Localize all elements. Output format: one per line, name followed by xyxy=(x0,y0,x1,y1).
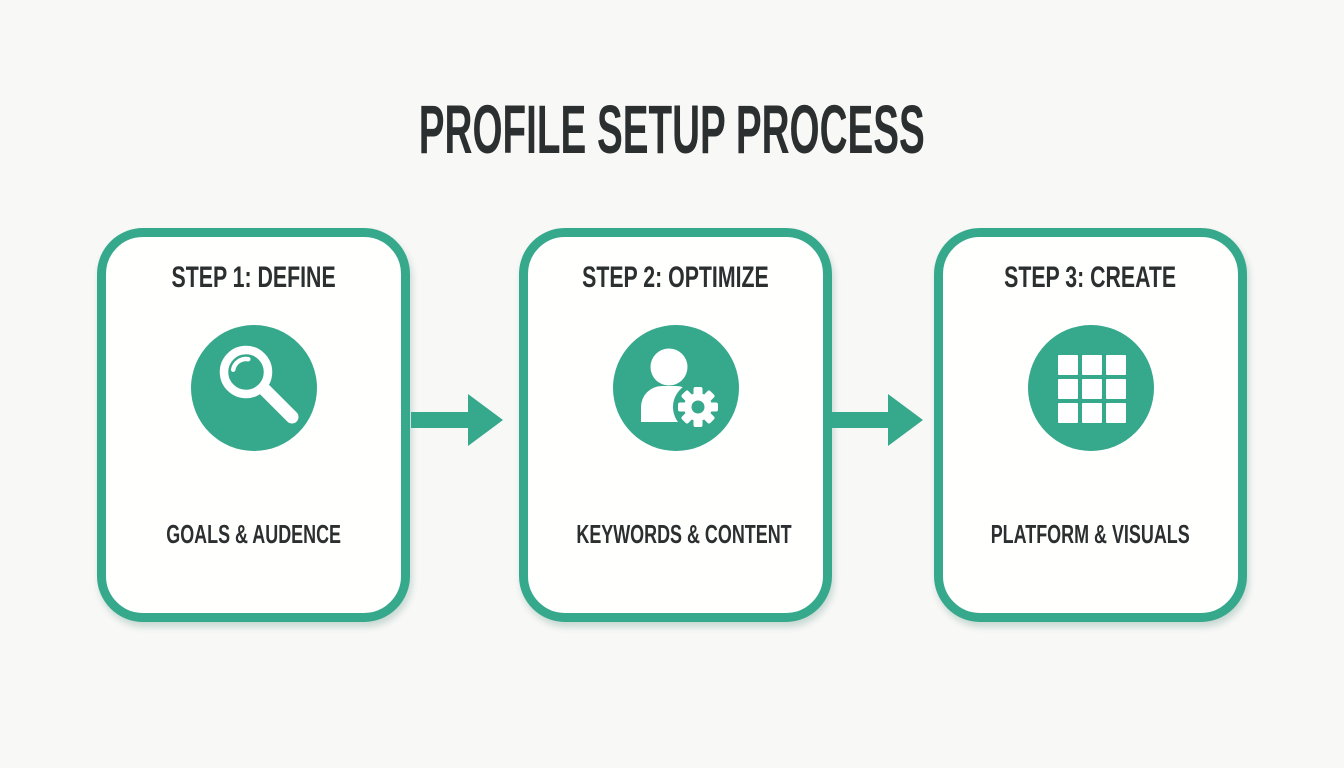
arrow-right-icon xyxy=(831,392,925,448)
step-caption-text: KEYWORDS & CONTENT xyxy=(576,519,792,549)
step-title: STEP 2: OPTIMIZE xyxy=(528,263,823,293)
step-caption: KEYWORDS & CONTENT xyxy=(528,521,823,548)
step-card-create: STEP 3: CREATE PLATFORM & VISUALS xyxy=(934,228,1247,622)
grid-icon xyxy=(1027,325,1154,451)
step-title: STEP 3: CREATE xyxy=(943,263,1238,293)
step-caption: GOALS & AUDENCE xyxy=(106,521,401,548)
page-title-text: PROFILE SETUP PROCESS xyxy=(418,91,925,168)
page-title: PROFILE SETUP PROCESS xyxy=(0,95,1344,164)
step-caption-text: GOALS & AUDENCE xyxy=(166,519,341,549)
step-title-text: STEP 1: DEFINE xyxy=(171,261,336,294)
arrow-right-icon xyxy=(411,392,505,448)
step-title: STEP 1: DEFINE xyxy=(106,263,401,293)
step-card-optimize: STEP 2: OPTIMIZE KEYWORDS & CONTENT xyxy=(519,228,832,622)
step-card-define: STEP 1: DEFINE GOALS & AUDENCE xyxy=(97,228,410,622)
step-title-text: STEP 2: OPTIMIZE xyxy=(582,261,769,294)
step-title-text: STEP 3: CREATE xyxy=(1004,261,1177,294)
step-caption: PLATFORM & VISUALS xyxy=(943,521,1238,548)
search-icon xyxy=(190,325,317,451)
user-gear-icon xyxy=(612,325,739,451)
step-caption-text: PLATFORM & VISUALS xyxy=(990,519,1191,549)
